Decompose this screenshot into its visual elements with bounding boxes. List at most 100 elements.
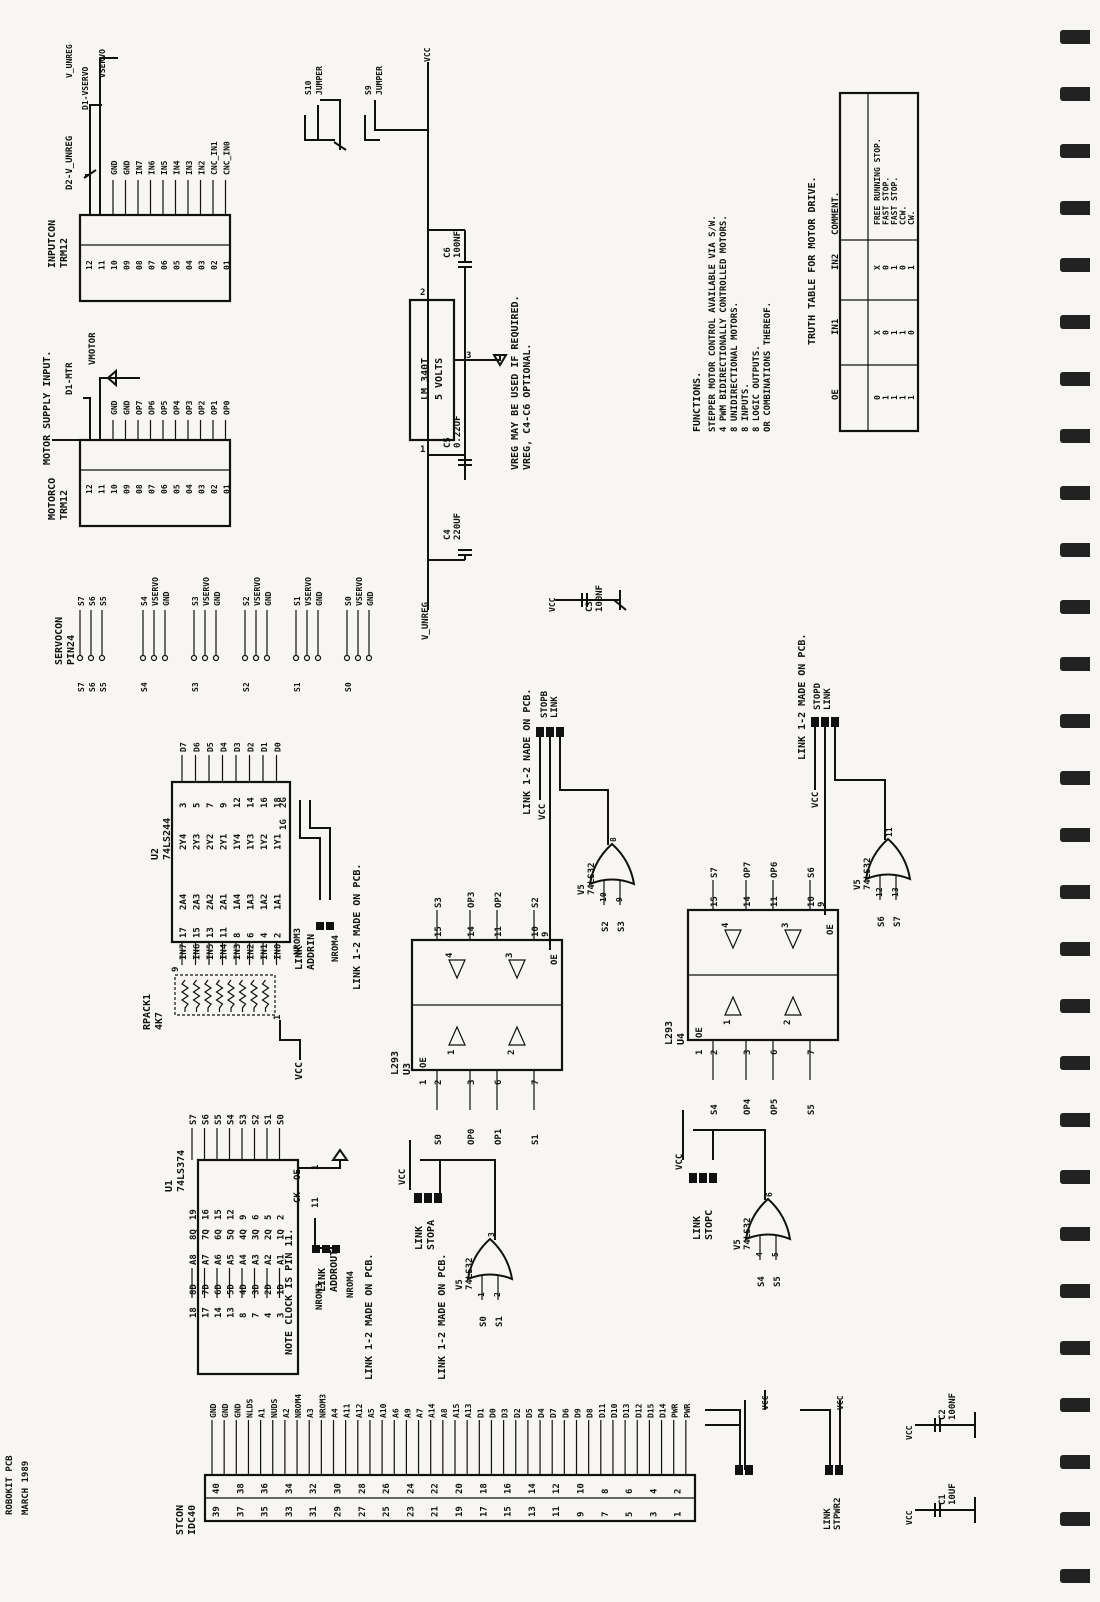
reg-c4v: 220UF — [453, 513, 463, 540]
stopb-link: LINK — [550, 696, 560, 718]
u1-input: A1 — [277, 1254, 287, 1265]
u1-input: A3 — [252, 1254, 262, 1265]
inputcon-pin: 04 — [185, 260, 194, 270]
u1-pin-number: 14 — [214, 1307, 224, 1318]
u2-pin-number: 5 — [193, 803, 203, 808]
servo-line-label: GND — [213, 591, 222, 606]
u1-input: A2 — [264, 1254, 274, 1265]
u4-signal: OP7 — [743, 862, 753, 878]
u1-output: S0 — [277, 1114, 287, 1125]
stcon-pin-number: 30 — [334, 1483, 344, 1494]
u4-part: L293 — [664, 1021, 675, 1045]
u2-g2: 2G — [279, 797, 289, 808]
c1-value: 10UF — [948, 1483, 958, 1505]
u1-output: S6 — [202, 1114, 212, 1125]
u2-output: D3 — [233, 742, 242, 752]
u2-pin-number: 16 — [260, 797, 270, 808]
u4-pin-number: 7 — [807, 1050, 817, 1055]
stcon-pin-number: 5 — [625, 1512, 635, 1517]
u4-pin-number: 6 — [770, 1050, 780, 1055]
gate-input: S3 — [617, 921, 627, 932]
title-text: ROBOKIT PCB — [5, 1455, 15, 1515]
u1-output: S3 — [239, 1114, 249, 1125]
addrin-nrom3: NROM3 — [293, 928, 303, 955]
inputcon-pin: 09 — [123, 260, 132, 270]
stcon-pin-number: 3 — [649, 1512, 659, 1517]
u4-signal: OP6 — [770, 862, 780, 878]
stopa-link: LINK — [414, 1226, 425, 1250]
stcon-pin-number: 24 — [406, 1483, 416, 1494]
gate-pin: 12 — [875, 887, 884, 897]
stpwr2-name: STPWR2 — [833, 1497, 843, 1530]
binding-ring — [1060, 429, 1090, 443]
u1-pin-number: 7 — [252, 1313, 262, 1318]
stcon-signal: NROM4 — [294, 1394, 303, 1418]
stopd-vcc: VCC — [811, 792, 821, 808]
jumper-s10-label: JUMPER — [315, 66, 324, 95]
u2-pin-label: 1A3 — [247, 894, 257, 910]
servo-pin-label: S3 — [191, 682, 200, 692]
gate-pin: 1 — [477, 1292, 486, 1297]
gate-ref: V5 — [577, 884, 587, 895]
servo-line-label: VSERVO — [253, 577, 262, 606]
reg-c5v: 0.22UF — [453, 415, 463, 448]
binding-ring — [1060, 1056, 1090, 1070]
u1-input: A7 — [202, 1254, 212, 1265]
gate-pin: 8 — [609, 837, 618, 842]
reg-c4: C4 — [443, 529, 453, 540]
binding-ring — [1060, 315, 1090, 329]
binding-ring — [1060, 30, 1090, 44]
c3-capacitor: VCC C3 100NF — [548, 585, 627, 612]
u1-pin-label: 6D — [214, 1284, 224, 1295]
inputcon-pin: 06 — [160, 260, 169, 270]
or-gate — [864, 837, 912, 881]
binding-ring — [1060, 1512, 1090, 1526]
motorco-signal: OP3 — [185, 400, 194, 415]
stcon-pin-number: 22 — [431, 1483, 441, 1494]
stcon-signal: A8 — [440, 1408, 449, 1418]
u1-oe: OE — [293, 1169, 303, 1180]
binding-ring — [1060, 885, 1090, 899]
stopc-link: LINK — [692, 1216, 703, 1240]
stcon-signal: D4 — [537, 1408, 546, 1418]
binding-ring — [1060, 543, 1090, 557]
truth-table-cell: 1 — [899, 395, 908, 400]
gate-pin: 5 — [771, 1252, 780, 1257]
vreg-note-2: VREG, C4-C6 OPTIONAL. — [522, 344, 533, 470]
stcon-pin-number: 32 — [309, 1483, 319, 1494]
reg-pin2: 2 — [420, 288, 425, 298]
servo-pin-label: S4 — [140, 682, 149, 692]
u1-output: S2 — [252, 1114, 262, 1125]
functions-line: 4 PWM BIDIRECTIONALLY CONTROLLED MOTORS. — [719, 215, 729, 432]
truth-table-cell: 1 — [882, 395, 891, 400]
u3-signal: S3 — [434, 897, 444, 908]
inputcon-pin: 03 — [198, 260, 207, 270]
inputcon-pin: 11 — [98, 260, 107, 270]
motorco-signal: OP0 — [223, 400, 232, 415]
motorco-type: TRM12 — [59, 490, 70, 520]
truth-table-header: COMMENT. — [831, 192, 841, 235]
stcon-pin-number: 2 — [674, 1489, 684, 1494]
u1-pin-number: 17 — [202, 1307, 212, 1318]
u3-buf-label: 2 — [507, 1050, 517, 1055]
motorco-pin: 03 — [198, 484, 207, 494]
stcon-pin-number: 7 — [601, 1512, 611, 1517]
servocon-name: SERVOCON — [54, 617, 65, 665]
u2-pin-number: 4 — [260, 932, 270, 938]
stcon-pin-number: 13 — [528, 1506, 538, 1517]
motorco-pin: 05 — [173, 484, 182, 494]
inputcon-diode: D2-V_UNREG — [65, 136, 75, 190]
inputcon-d1: D1-VSERVO — [81, 66, 90, 110]
stopa-vcc: VCC — [398, 1169, 408, 1185]
u2-pin-label: 1Y3 — [247, 834, 257, 850]
stcon-signal: D11 — [598, 1403, 607, 1418]
u1-pin-label: 4Q — [239, 1229, 249, 1240]
u3-oe: OE — [550, 954, 560, 965]
servo-line-label: S0 — [344, 596, 353, 606]
inputcon-type: TRM12 — [59, 238, 70, 268]
or-gate — [588, 842, 636, 886]
servo-pin-label: S0 — [344, 682, 353, 692]
